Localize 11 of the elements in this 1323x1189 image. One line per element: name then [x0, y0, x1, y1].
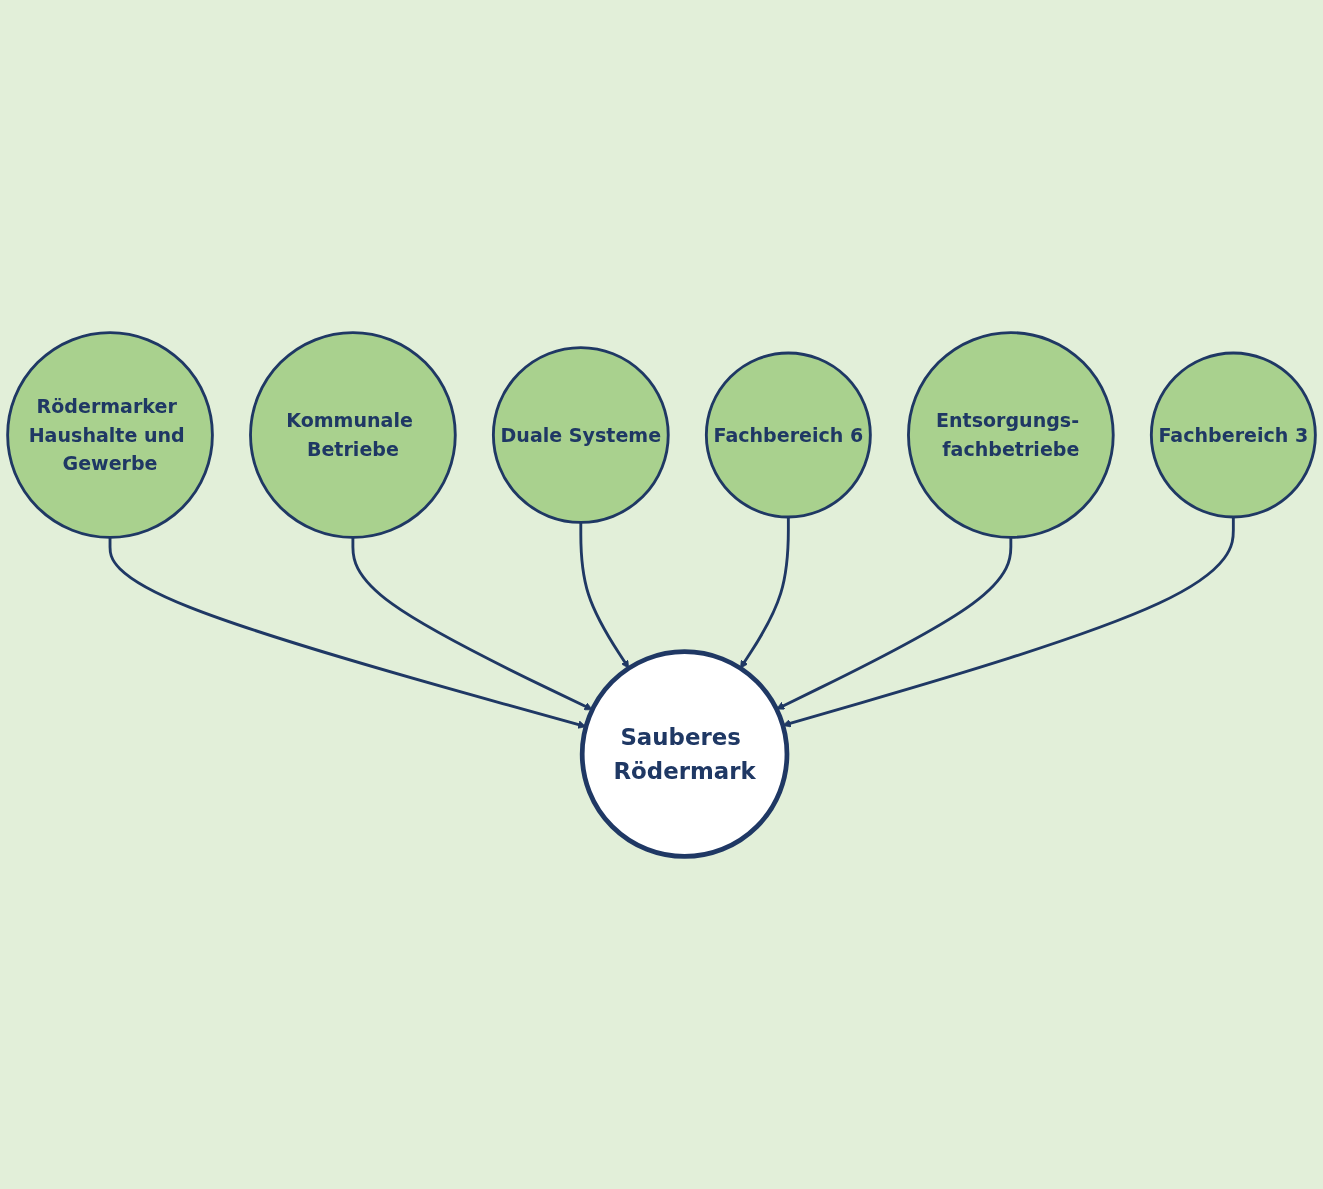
- node-circle: Rödermarker Haushalte und Gewerbe: [6, 331, 214, 539]
- node-circle: Entsorgungs- fachbetriebe: [907, 331, 1115, 539]
- node-circle: Kommunale Betriebe: [249, 331, 457, 539]
- arrow: [351, 537, 593, 711]
- node-circle: Fachbereich 6: [704, 351, 872, 519]
- node-circle: Fachbereich 3: [1149, 351, 1317, 519]
- arrow: [776, 537, 1013, 710]
- arrow: [740, 516, 790, 669]
- arrow: [579, 522, 630, 669]
- node-circle: Sauberes Rödermark: [579, 649, 790, 859]
- node-circle: Duale Systeme: [491, 346, 670, 524]
